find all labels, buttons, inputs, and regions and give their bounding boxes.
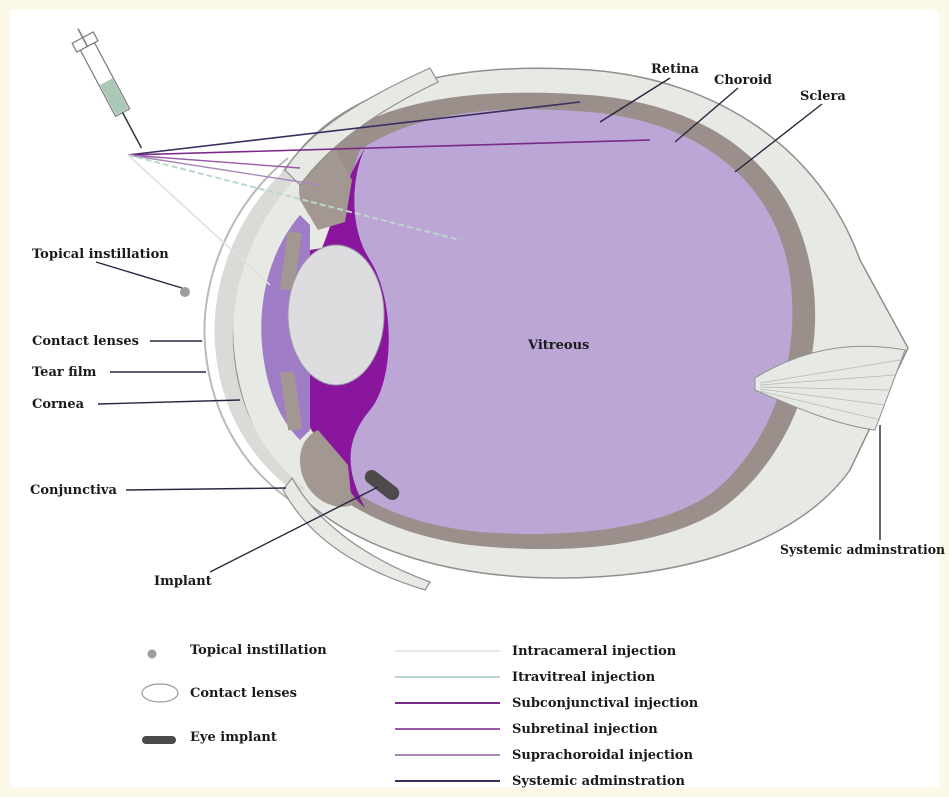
legend-left: Topical instillation Contact lenses Eye … [142, 643, 327, 745]
label-cornea: Cornea [32, 397, 85, 412]
eye-anatomy [180, 68, 908, 590]
legend-item-contact-lenses: Contact lenses [190, 686, 297, 701]
label-implant: Implant [154, 574, 212, 589]
legend-item-suprachoroidal: Suprachoroidal injection [512, 748, 694, 763]
label-systemic-administration: Systemic adminstration [780, 543, 946, 558]
lens [288, 245, 384, 385]
label-vitreous: Vitreous [527, 338, 589, 353]
legend-item-subconjunctival: Subconjunctival injection [512, 696, 699, 711]
open-ellipse-icon [142, 684, 178, 702]
label-tear-film: Tear film [32, 365, 97, 380]
label-contact-lenses: Contact lenses [32, 334, 139, 349]
gray-dot-icon [148, 650, 157, 659]
legend-item-systemic: Systemic adminstration [512, 774, 686, 789]
dark-capsule-icon [142, 736, 176, 744]
legend-right: Intracameral injection Itravitreal injec… [395, 644, 699, 789]
path-subretinal [128, 155, 300, 168]
legend-item-topical: Topical instillation [190, 643, 327, 658]
label-conjunctiva: Conjunctiva [30, 483, 117, 498]
label-topical-instillation: Topical instillation [32, 247, 169, 262]
legend-item-subretinal: Subretinal injection [512, 722, 658, 737]
syringe-icon [67, 23, 152, 153]
legend-item-intravitreal: Itravitreal injection [512, 670, 656, 685]
legend-item-intracameral: Intracameral injection [512, 644, 677, 659]
label-choroid: Choroid [714, 73, 772, 88]
legend-item-eye-implant: Eye implant [190, 730, 277, 745]
legend: Topical instillation Contact lenses Eye … [142, 643, 699, 789]
label-retina: Retina [651, 62, 699, 77]
vitreous-cavity [338, 109, 793, 534]
label-sclera: Sclera [800, 89, 846, 104]
